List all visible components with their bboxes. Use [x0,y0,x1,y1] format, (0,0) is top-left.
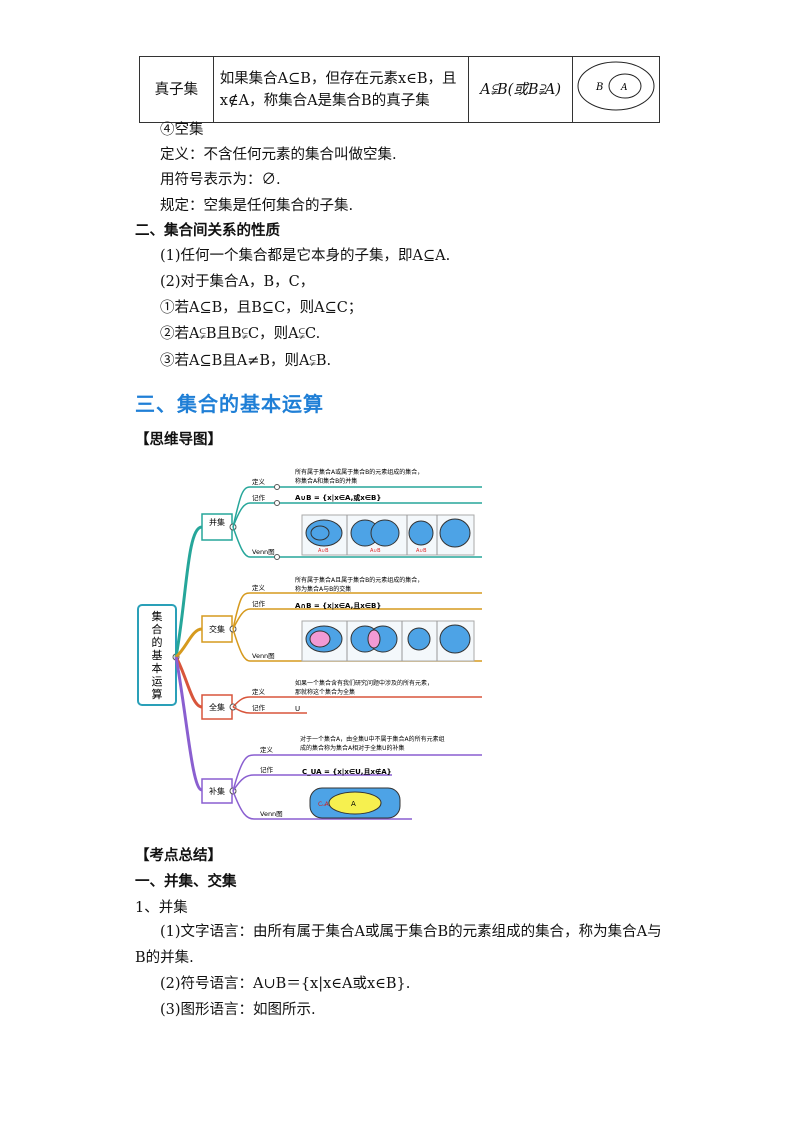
svg-text:A∩B = {x|x∈A,且x∈B}: A∩B = {x|x∈A,且x∈B} [295,602,381,611]
empty-set-heading: ④空集 [160,122,204,138]
empty-set-definition: 定义：不含任何元素的集合叫做空集. [160,147,397,163]
universal-node-label: 全集 [209,702,225,712]
union-text-1b: B的并集. [135,950,194,966]
root-text: 集 合 的 基 本 运 算 [152,609,163,701]
svg-text:算: 算 [152,687,163,701]
svg-text:Venn图: Venn图 [252,548,275,556]
svg-text:定义: 定义 [260,745,274,754]
term-cell: 真子集 [139,56,214,123]
svg-text:记作: 记作 [252,493,266,502]
properties-heading: 二、集合间关系的性质 [135,223,280,239]
svg-text:称为集合A与B的交集: 称为集合A与B的交集 [295,585,351,593]
branch-intersection [174,627,203,659]
mindmap-diagram: 集 合 的 基 本 运 算 并集 定义 记作 Venn图 所有属于集合A或属于集… [137,468,482,820]
set-b-ellipse [577,61,655,111]
svg-text:A∪B: A∪B [370,548,381,554]
svg-text:定义: 定义 [252,687,266,696]
svg-text:U: U [295,705,300,713]
set-a-ellipse [608,73,642,99]
mindmap-label: 【思维导图】 [135,432,222,448]
property-4: ②若A⫋B且B⫋C，则A⫋C. [160,326,321,342]
intersection-node [201,615,233,643]
branch-universal [174,656,203,709]
union-text-2: (2)符号语言：A∪B＝{x|x∈A或x∈B}. [160,976,411,992]
venn-cell: B A [572,56,660,123]
definition-line-2: x∉A，称集合A是集合B的真子集 [219,92,430,109]
svg-text:所有属于集合A或属于集合B的元素组成的集合，: 所有属于集合A或属于集合B的元素组成的集合， [295,468,423,476]
property-1: (1)任何一个集合都是它本身的子集，即A⊆A. [160,248,451,264]
svg-text:运: 运 [152,675,163,688]
union-node-label: 并集 [209,517,225,527]
property-3: ①若A⊆B，且B⊆C，则A⊆C； [160,300,363,316]
summary-heading: 一、并集、交集 [135,874,237,890]
proper-subset-table: 真子集 如果集合A⊆B，但存在元素x∈B，且 x∉A，称集合A是集合B的真子集 … [139,56,660,123]
svg-text:A∪B = {x|x∈A,或x∈B}: A∪B = {x|x∈A,或x∈B} [295,493,381,503]
svg-text:本: 本 [152,661,163,675]
empty-set-symbol: 用符号表示为：∅. [160,172,281,188]
venn-label-a: A [620,83,628,93]
svg-text:Venn图: Venn图 [252,652,275,660]
svg-text:A∪B: A∪B [318,548,329,554]
svg-text:记作: 记作 [252,599,266,608]
proper-subset-venn: B A [577,61,655,111]
property-5: ③若A⊆B且A≠B，则A⫋B. [160,353,332,369]
svg-text:成的集合称为集合A相对于全集U的补集: 成的集合称为集合A相对于全集U的补集 [300,744,405,752]
svg-text:C_UA = {x|x∈U,且x∉A}: C_UA = {x|x∈U,且x∉A} [302,768,392,777]
union-venn-images: A∪B A∪B A∪B [301,514,475,556]
section-title: 三、集合的基本运算 [135,392,324,416]
svg-text:如果一个集合含有我们研究问题中涉及的所有元素，: 如果一个集合含有我们研究问题中涉及的所有元素， [295,679,433,687]
union-text-1a: (1)文字语言：由所有属于集合A或属于集合B的元素组成的集合，称为集合A与 [160,924,662,940]
definition-cell: 如果集合A⊆B，但存在元素x∈B，且 x∉A，称集合A是集合B的真子集 [212,56,470,123]
union-subheading: 1、并集 [135,900,188,916]
svg-text:称集合A和集合B的并集: 称集合A和集合B的并集 [295,477,357,485]
svg-text:CᵤA: CᵤA [318,801,330,808]
svg-text:定义: 定义 [252,583,266,592]
complement-node-label: 补集 [209,786,225,796]
empty-set-rule: 规定：空集是任何集合的子集. [160,198,354,214]
branch-union [174,525,203,658]
property-2: (2)对于集合A，B，C， [160,274,315,290]
intersection-node-label: 交集 [209,624,225,634]
definition-line-1: 如果集合A⊆B，但存在元素x∈B，且 [219,70,457,87]
branch-complement [174,656,203,792]
svg-text:对于一个集合A，由全集U中不属于集合A的所有元素组: 对于一个集合A，由全集U中不属于集合A的所有元素组 [300,735,445,743]
svg-text:的: 的 [152,635,163,649]
summary-label: 【考点总结】 [135,848,222,864]
notation-cell: A⫋B(或B⫌A) [468,56,573,123]
svg-text:那就称这个集合为全集: 那就称这个集合为全集 [295,688,355,696]
complement-venn-image: CᵤA A [309,787,401,819]
svg-text:A∪B: A∪B [416,548,427,554]
svg-text:定义: 定义 [252,477,266,486]
intersection-venn-images [301,620,475,662]
venn-label-b: B [595,82,603,93]
svg-text:记作: 记作 [260,765,274,774]
svg-text:记作: 记作 [252,703,266,712]
svg-text:Venn图: Venn图 [260,810,283,818]
svg-text:合: 合 [152,622,163,636]
svg-text:基: 基 [152,649,163,662]
svg-text:所有属于集合A且属于集合B的元素组成的集合，: 所有属于集合A且属于集合B的元素组成的集合， [295,576,423,584]
svg-text:A: A [351,800,356,808]
svg-text:集: 集 [152,609,163,623]
union-text-3: (3)图形语言：如图所示. [160,1002,316,1018]
